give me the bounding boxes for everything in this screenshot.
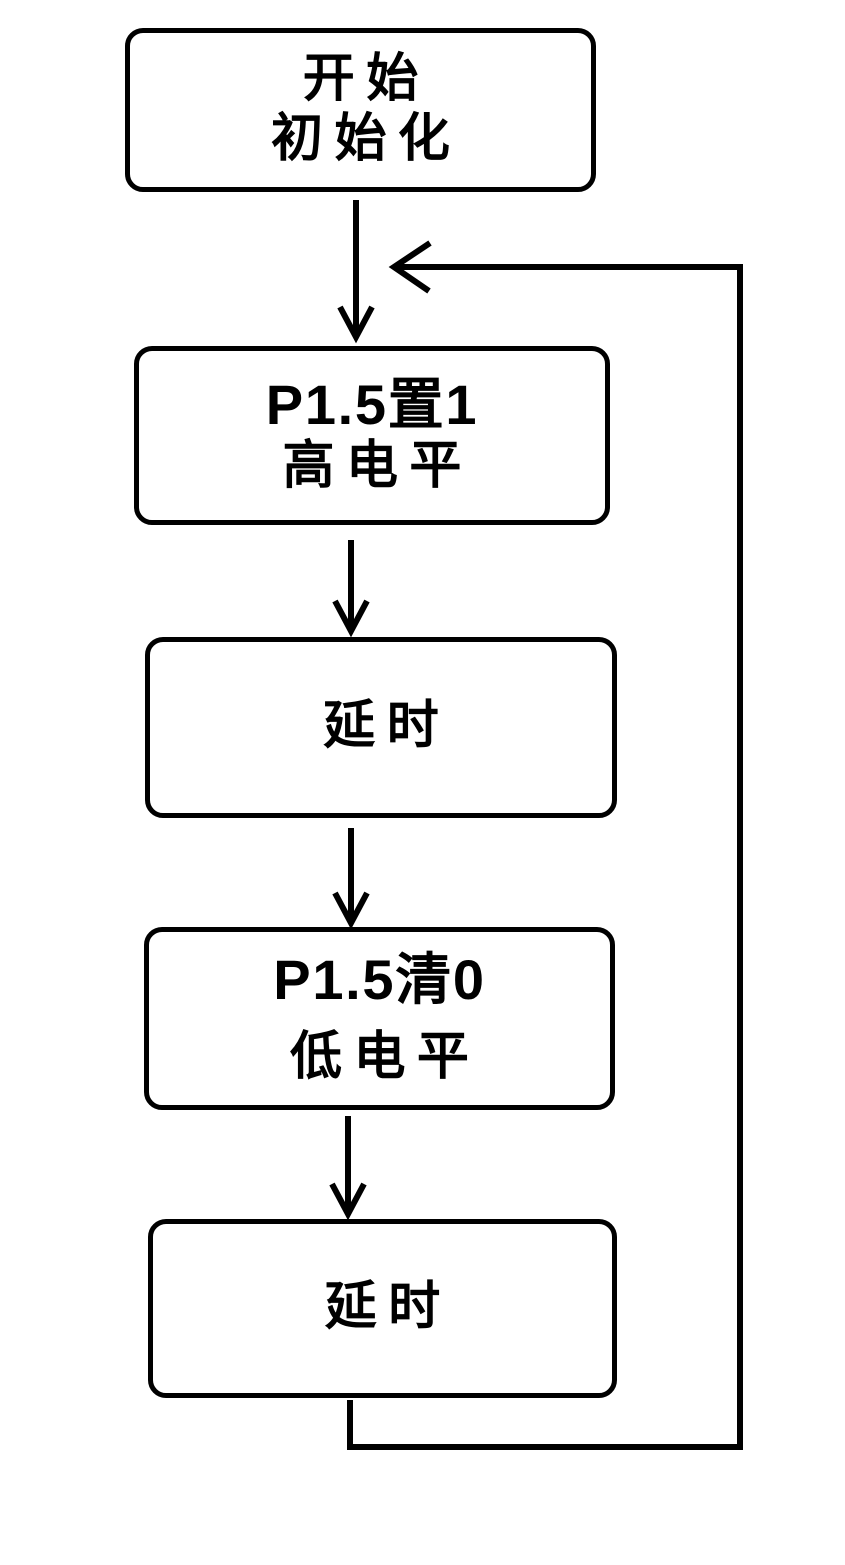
arrow-down-icon bbox=[332, 891, 370, 930]
connector-sethigh-to-delay1 bbox=[332, 540, 370, 638]
connector-start-to-sethigh bbox=[337, 200, 375, 344]
connector-loopback-delay2-to-sethigh bbox=[347, 240, 743, 1450]
node-set-high-line-1: P1.5置1 bbox=[265, 372, 479, 436]
node-clear-low-line-2: 低电平 bbox=[290, 1028, 481, 1086]
arrow-down-icon bbox=[329, 1182, 367, 1221]
flowchart-node-clear-low: P1.5清0 低电平 bbox=[144, 927, 615, 1110]
node-delay-1-line-1: 延时 bbox=[323, 698, 451, 756]
flowchart-node-delay-1: 延时 bbox=[145, 637, 617, 818]
node-delay-2-line-1: 延时 bbox=[324, 1279, 452, 1337]
node-start-line-1: 开始 bbox=[302, 50, 430, 108]
arrow-down-icon bbox=[332, 599, 370, 638]
flowchart-node-delay-2: 延时 bbox=[148, 1219, 617, 1398]
flowchart-node-set-high: P1.5置1 高电平 bbox=[134, 346, 610, 525]
flowchart-node-start: 开始 初始化 bbox=[125, 28, 596, 192]
node-start-line-2: 初始化 bbox=[271, 111, 462, 168]
connector-clearlow-to-delay2 bbox=[329, 1116, 367, 1221]
loop-line bbox=[347, 264, 743, 1450]
node-set-high-line-2: 高电平 bbox=[282, 437, 473, 495]
connector-delay1-to-clearlow bbox=[332, 828, 370, 930]
arrow-left-icon bbox=[388, 240, 432, 294]
arrow-down-icon bbox=[337, 305, 375, 344]
node-clear-low-line-1: P1.5清0 bbox=[273, 947, 486, 1011]
